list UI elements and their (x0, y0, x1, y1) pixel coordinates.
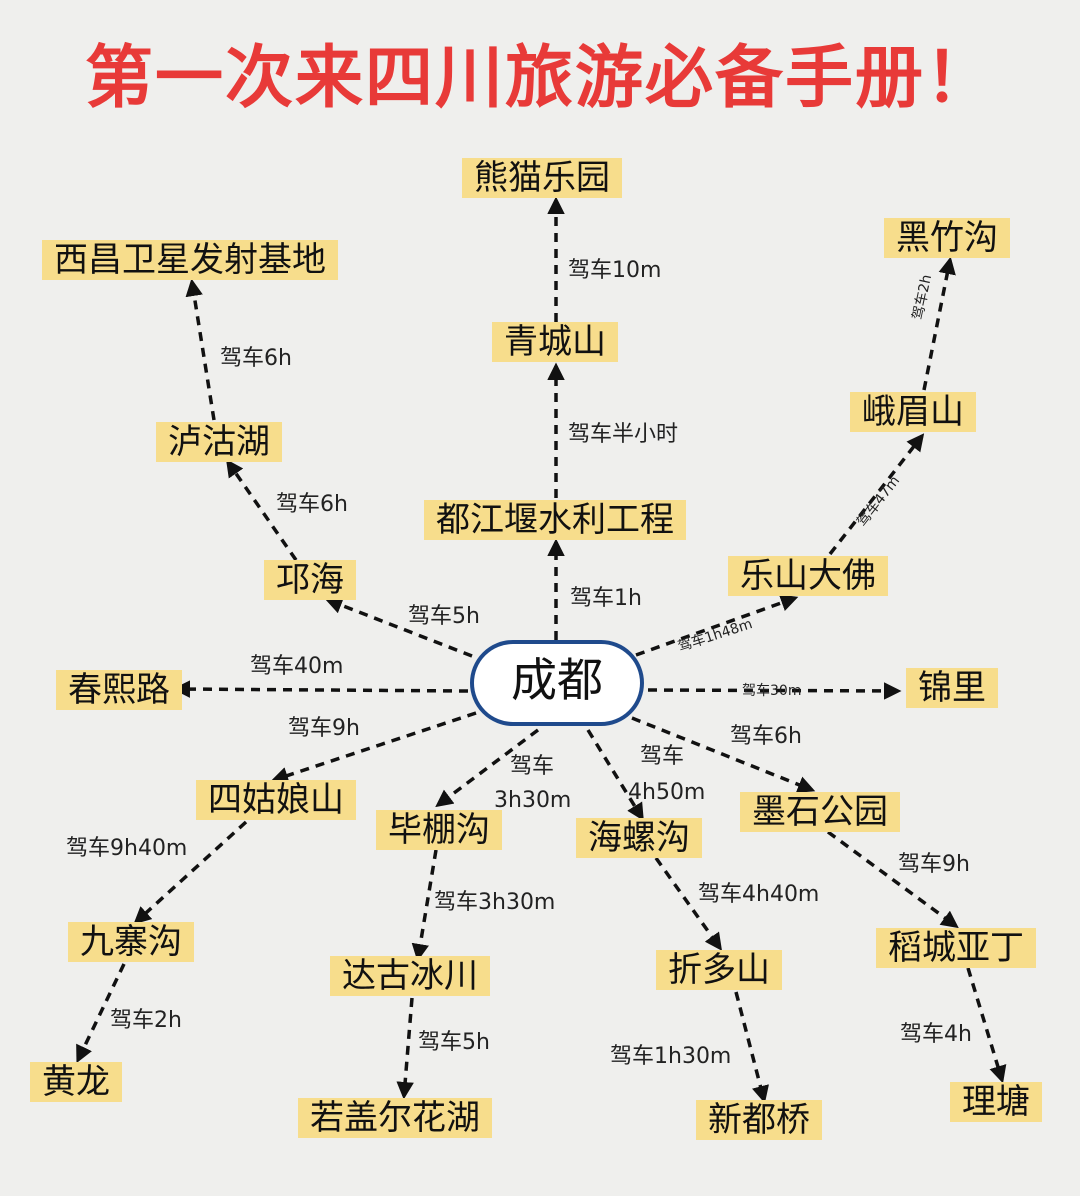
arrow-chengdu-to-jinli (647, 682, 902, 700)
arrow-jiuzhai-to-huanglong (76, 963, 126, 1064)
arrow-moshi-to-daocheng (826, 830, 959, 929)
place-ruoergai: 若盖尔花湖 (298, 1098, 492, 1138)
place-chunxi: 春熙路 (56, 670, 182, 710)
place-huanglong: 黄龙 (30, 1062, 122, 1102)
route-label-dujiang-qingcheng: 驾车半小时 (568, 422, 679, 447)
place-lugu: 泸沽湖 (156, 422, 282, 462)
arrow-chengdu-to-hailuo (586, 729, 644, 821)
arrow-daocheng-to-litang (966, 967, 1007, 1084)
arrow-chengdu-to-bipeng (435, 728, 540, 808)
route-label-lugu-xichang: 驾车6h (220, 346, 292, 371)
arrow-chengdu-to-qionghai (324, 596, 473, 658)
place-qingcheng: 青城山 (492, 322, 618, 362)
route-label-chengdu-moshi: 驾车6h (730, 724, 802, 749)
place-heizhu: 黑竹沟 (884, 218, 1010, 258)
route-label-moshi-daocheng: 驾车9h (898, 852, 970, 877)
arrow-leshan-to-emei (828, 433, 925, 556)
route-label-qingcheng-xiongmao: 驾车10m (568, 258, 662, 283)
arrow-emei-to-heizhu (922, 256, 956, 391)
route-label-chengdu-siguniang: 驾车9h (288, 716, 360, 741)
arrow-chengdu-to-moshi (631, 716, 816, 793)
arrow-chengdu-to-siguniang (270, 711, 477, 784)
route-label-chengdu-hailuo-line2: 4h50m (628, 780, 706, 805)
route-label-chengdu-bipeng-line1: 驾车 (510, 754, 555, 779)
place-litang: 理塘 (950, 1082, 1042, 1122)
place-leshan: 乐山大佛 (728, 556, 888, 596)
place-emei: 峨眉山 (850, 392, 976, 432)
route-label-zheduo-xindu: 驾车1h30m (610, 1044, 732, 1069)
arrow-bipeng-to-dagu (411, 849, 438, 962)
route-label-jiuzhai-huanglong: 驾车2h (110, 1008, 182, 1033)
arrow-hailuo-to-zheduo (654, 856, 723, 951)
place-bipeng: 毕棚沟 (376, 810, 502, 850)
place-xichang: 西昌卫星发射基地 (42, 240, 338, 280)
place-siguniang: 四姑娘山 (196, 780, 356, 820)
arrow-qionghai-to-lugu (226, 459, 298, 561)
route-label-dagu-ruoergai: 驾车5h (418, 1030, 490, 1055)
route-label-chengdu-bipeng-line2: 3h30m (494, 788, 572, 813)
route-label-daocheng-litang: 驾车4h (900, 1022, 972, 1047)
arrow-dagu-to-ruoergai (396, 997, 414, 1100)
arrow-chengdu-to-chunxi (172, 680, 469, 698)
route-label-chengdu-hailuo-line1: 驾车 (640, 744, 685, 769)
place-dagu: 达古冰川 (330, 956, 490, 996)
route-label-chengdu-dujiang: 驾车1h (570, 586, 642, 611)
place-qionghai: 邛海 (264, 560, 356, 600)
route-label-siguniang-jiuzhai: 驾车9h40m (66, 836, 188, 861)
route-label-qionghai-lugu: 驾车6h (276, 492, 348, 517)
place-hailuo: 海螺沟 (576, 818, 702, 858)
place-daocheng: 稻城亚丁 (876, 928, 1036, 968)
place-jiuzhai: 九寨沟 (68, 922, 194, 962)
arrow-siguniang-to-jiuzhai (133, 820, 248, 925)
route-label-bipeng-dagu: 驾车3h30m (434, 890, 556, 915)
arrow-lugu-to-xichang (185, 278, 216, 421)
arrow-zheduo-to-xindu (734, 991, 769, 1104)
place-xiongmao: 熊猫乐园 (462, 158, 622, 198)
route-label-chengdu-qionghai: 驾车5h (408, 604, 480, 629)
place-xindu: 新都桥 (696, 1100, 822, 1140)
arrow-chengdu-to-leshan (635, 594, 799, 657)
place-zheduo: 折多山 (656, 950, 782, 990)
route-label-chengdu-jinli: 驾车30m (742, 683, 802, 699)
place-jinli: 锦里 (906, 668, 998, 708)
place-dujiang: 都江堰水利工程 (424, 500, 686, 540)
hub-chengdu: 成都 (470, 640, 644, 726)
place-moshi: 墨石公园 (740, 792, 900, 832)
page-title: 第一次来四川旅游必备手册！ (84, 39, 995, 118)
route-label-hailuo-zheduo: 驾车4h40m (698, 882, 820, 907)
route-label-chengdu-chunxi: 驾车40m (250, 654, 344, 679)
